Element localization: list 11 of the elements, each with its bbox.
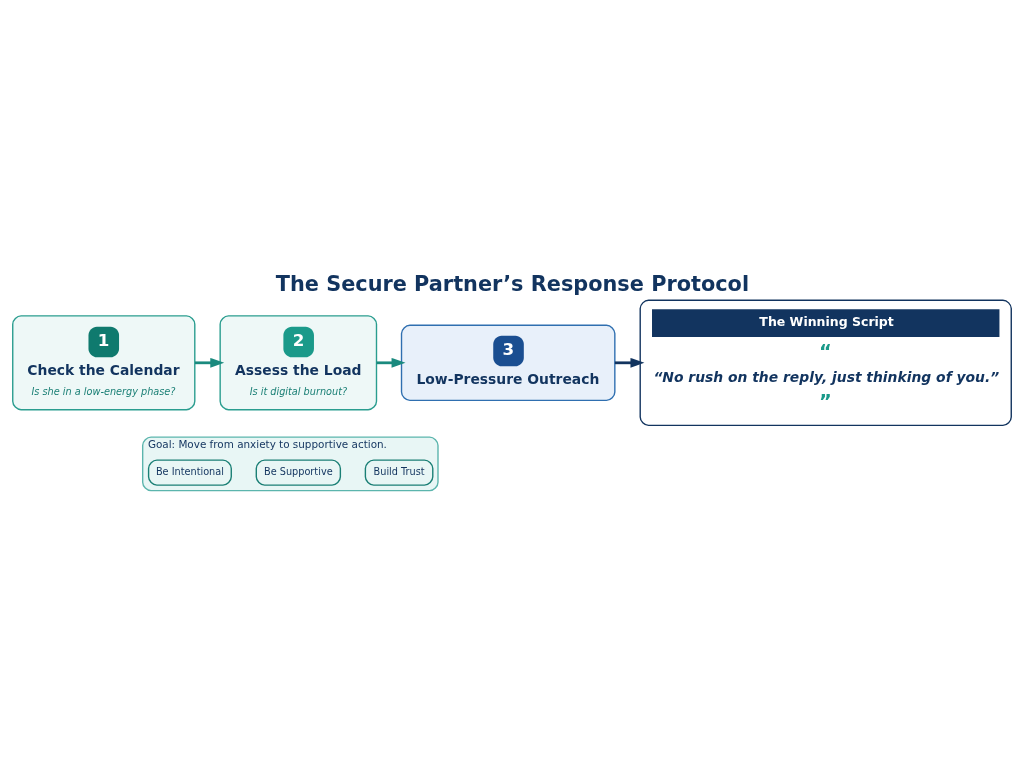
node-box: 1 Check the Calendar Is she in a low-energy phase?	[12, 315, 196, 411]
arrow	[194, 357, 225, 368]
arrow	[614, 357, 645, 368]
node-box: 3 Low-Pressure Outreach	[400, 324, 616, 402]
arrow	[376, 357, 406, 368]
node-box: The Winning Script “ “No rush on the reply, just thinking of you.” ”	[639, 299, 1012, 427]
node-box: Be Intentional	[147, 459, 232, 486]
node-box: 2 Assess the Load Is it digital burnout?	[219, 315, 378, 411]
node-box: Build Trust	[364, 459, 434, 486]
diagram-title: The Secure Partner’s Response Protocol	[275, 271, 750, 296]
node-box: Be Supportive	[255, 459, 342, 486]
